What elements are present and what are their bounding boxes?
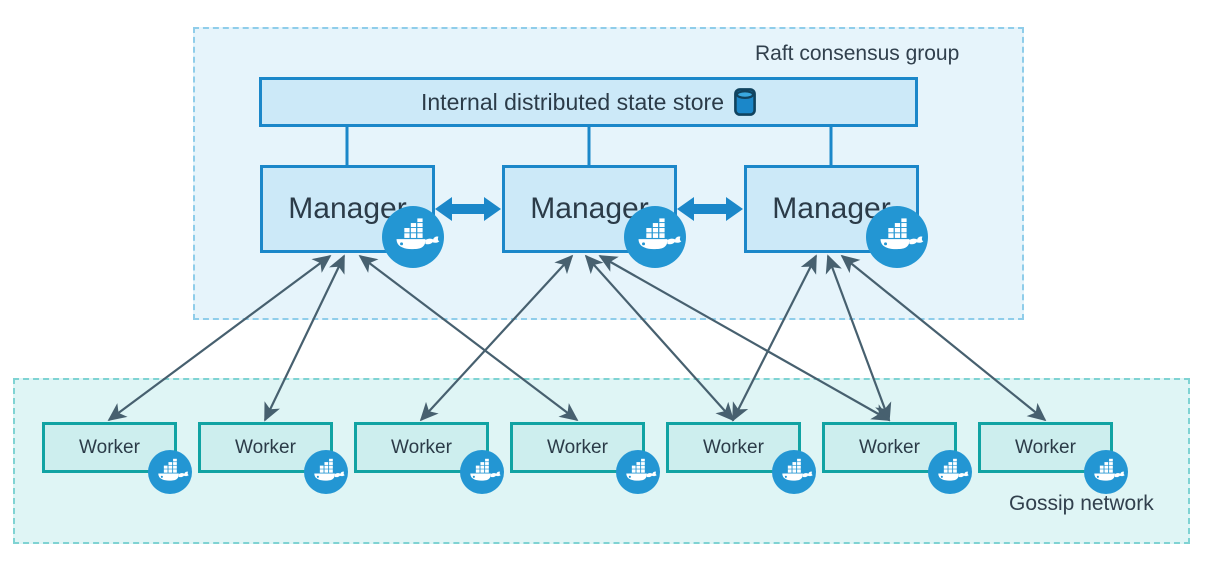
link-manager1-worker2 xyxy=(264,254,345,422)
raft-consensus-group-label: Raft consensus group xyxy=(755,42,960,65)
worker-label: Worker xyxy=(391,436,452,458)
docker-whale-icon xyxy=(928,450,972,499)
worker-label: Worker xyxy=(79,436,140,458)
link-manager1-worker1 xyxy=(107,254,332,422)
database-icon xyxy=(734,88,756,116)
state-store-connectors xyxy=(345,127,833,165)
state-store-label: Internal distributed state store xyxy=(421,88,724,115)
internal-state-store-node[interactable]: Internal distributed state store xyxy=(259,77,918,127)
worker-label: Worker xyxy=(1015,436,1076,458)
link-manager2-worker3 xyxy=(419,254,574,422)
worker-label: Worker xyxy=(235,436,296,458)
manager-label: Manager xyxy=(772,192,891,225)
manager-worker-links xyxy=(107,254,1047,422)
worker-label: Worker xyxy=(547,436,608,458)
manager-label: Manager xyxy=(288,192,407,225)
docker-whale-icon xyxy=(866,206,928,273)
link-manager3-worker5 xyxy=(732,254,817,422)
worker-label: Worker xyxy=(859,436,920,458)
peer-arrow-2-3 xyxy=(677,197,743,221)
link-manager3-worker6 xyxy=(825,254,892,422)
peer-arrow-1-2 xyxy=(435,197,501,221)
docker-whale-icon xyxy=(624,206,686,273)
manager-peer-arrows xyxy=(435,197,743,221)
docker-whale-icon xyxy=(460,450,504,499)
manager-label: Manager xyxy=(530,192,649,225)
docker-whale-icon xyxy=(1084,450,1128,499)
link-manager2-worker5 xyxy=(584,254,735,422)
gossip-network-label: Gossip network xyxy=(1009,492,1154,515)
worker-node-1[interactable]: Worker xyxy=(42,422,177,473)
worker-label: Worker xyxy=(703,436,764,458)
docker-whale-icon xyxy=(772,450,816,499)
link-manager3-worker7 xyxy=(840,254,1047,422)
docker-whale-icon xyxy=(382,206,444,273)
docker-whale-icon xyxy=(148,450,192,499)
docker-whale-icon xyxy=(616,450,660,499)
link-manager1-worker4 xyxy=(358,254,579,422)
docker-whale-icon xyxy=(304,450,348,499)
